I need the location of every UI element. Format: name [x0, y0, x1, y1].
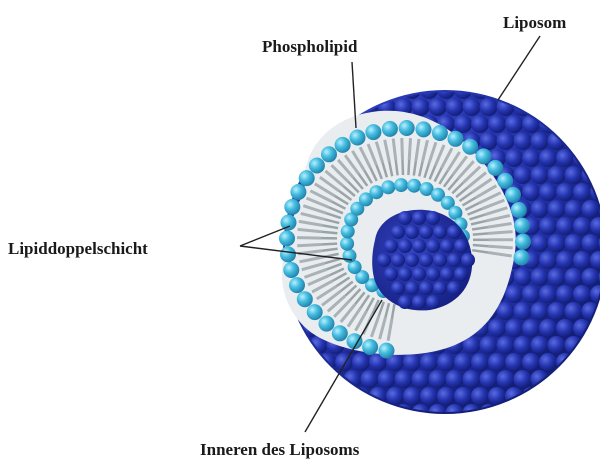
label-liposome-interior: Inneren des Liposoms	[200, 441, 359, 458]
label-liposome: Liposom	[503, 14, 566, 31]
label-lipid-bilayer: Lipiddoppelschicht	[8, 240, 148, 257]
leader-liposome	[498, 36, 540, 100]
label-phospholipid: Phospholipid	[262, 38, 357, 55]
